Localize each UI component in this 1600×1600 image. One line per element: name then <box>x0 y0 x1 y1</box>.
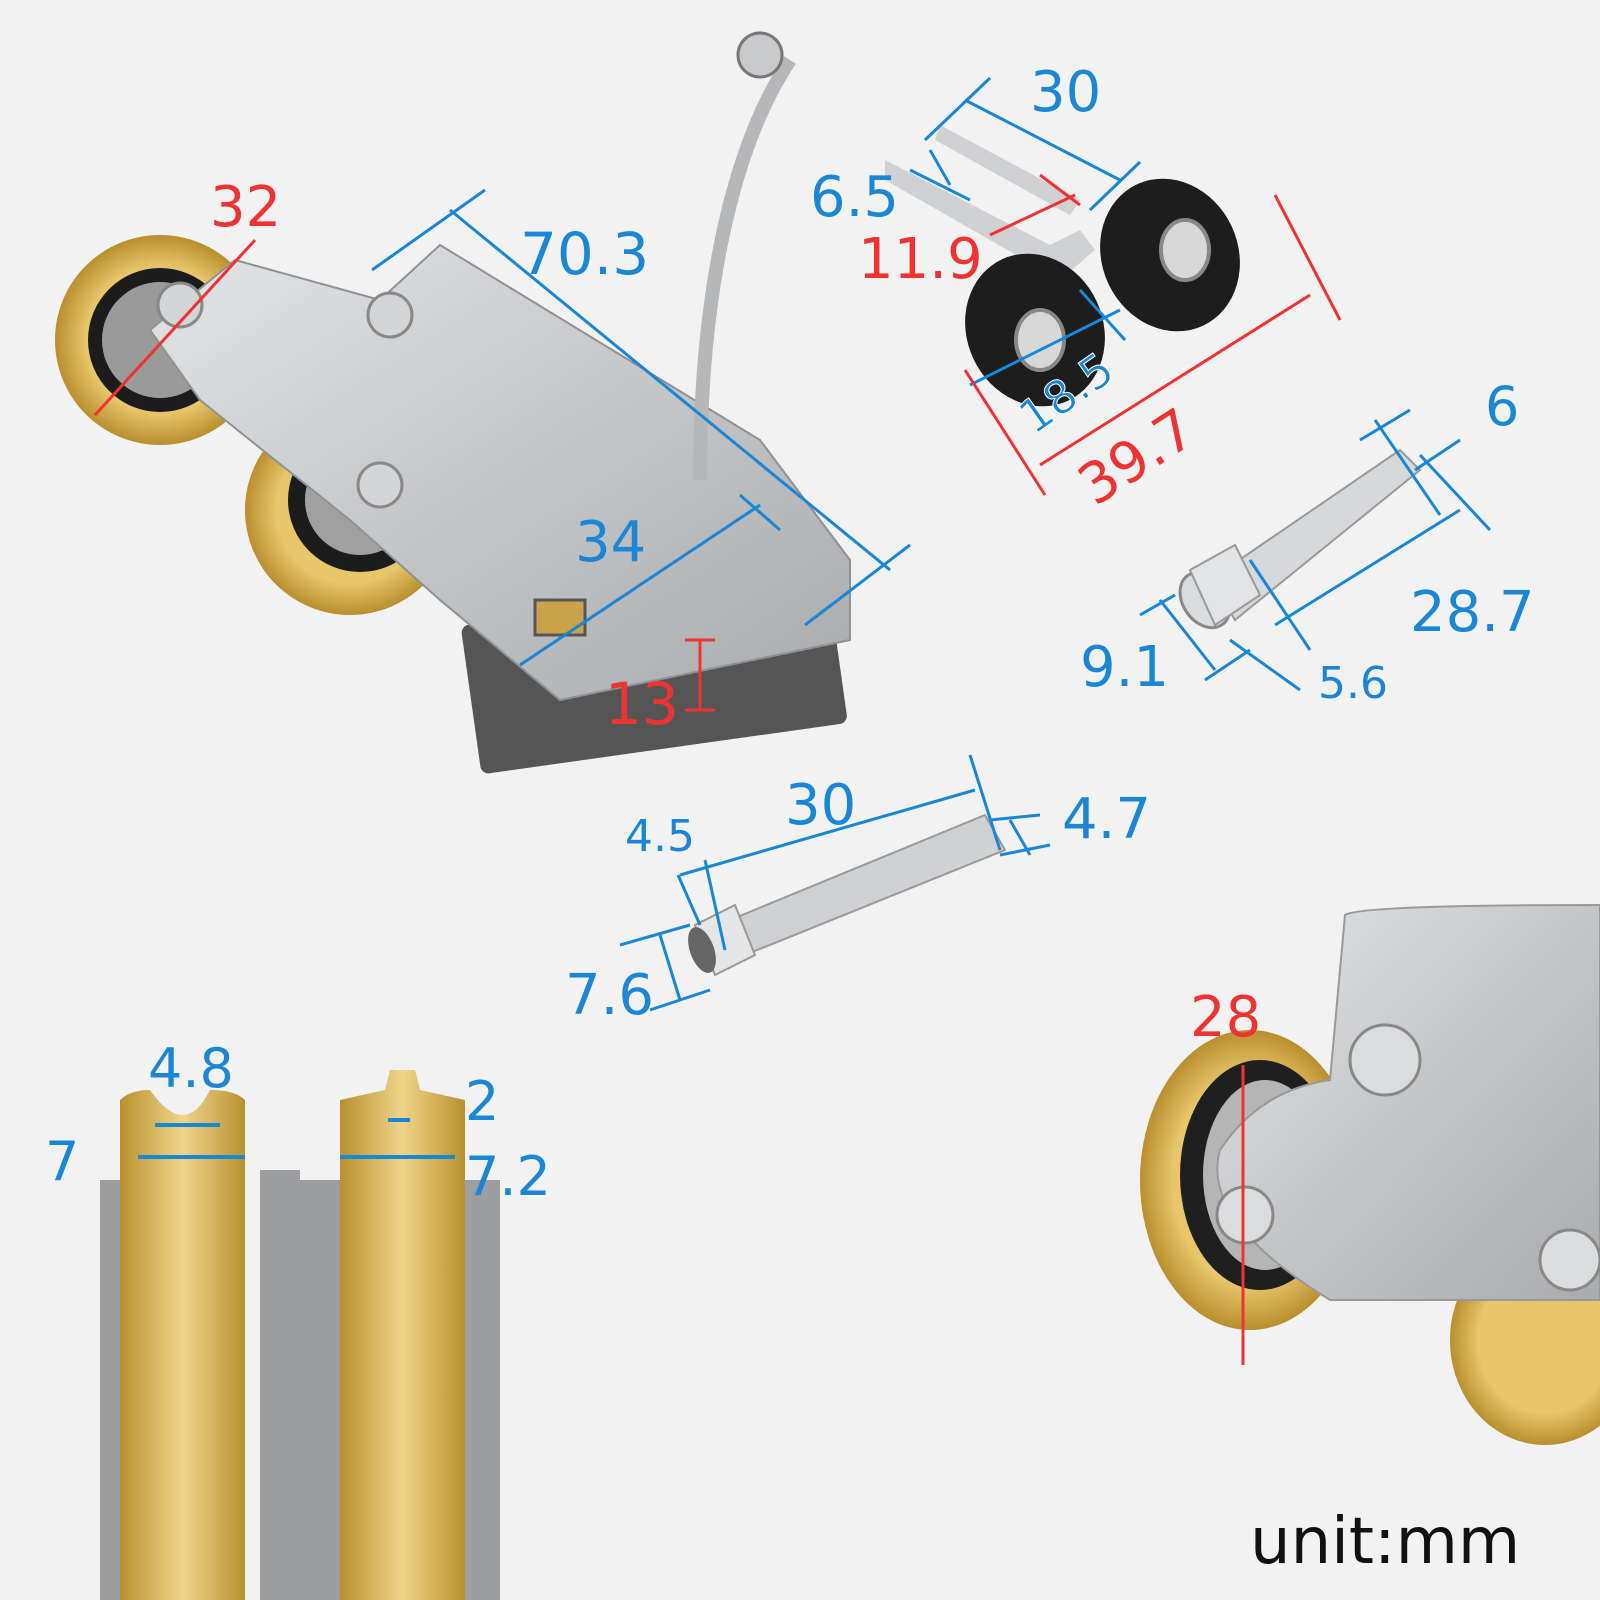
self-tapping-screw-illustration <box>1178 448 1422 630</box>
main-roller-illustration <box>55 31 851 774</box>
machine-screw-dimensions <box>619 754 1051 1012</box>
screw2-length-label: 30 <box>785 773 857 838</box>
main-roller-wheel-diameter-label: 32 <box>210 175 282 240</box>
screw2-head-height-label: 4.5 <box>625 811 695 862</box>
assembled-roller-illustration <box>1140 903 1600 1445</box>
ridge-width-label: 2 <box>465 1070 500 1133</box>
wheel-profiles-dimensions <box>138 1118 455 1159</box>
small-roller-dimensions <box>909 76 1342 496</box>
right-wheel-width-label: 7.2 <box>465 1145 551 1208</box>
machine-screw-illustration <box>688 813 1007 977</box>
left-wheel-width-label: 7 <box>45 1130 80 1193</box>
main-roller-body-width-label: 34 <box>575 510 647 575</box>
main-roller-body-height-label: 13 <box>605 670 679 738</box>
screw1-head-diameter-label: 9.1 <box>1080 635 1170 700</box>
small-roller-length-label: 30 <box>1030 60 1102 125</box>
small-roller-fork-depth-label: 11.9 <box>858 227 983 292</box>
groove-width-label: 4.8 <box>148 1037 234 1100</box>
main-roller-dimensions <box>93 188 911 712</box>
screw1-head-height-label: 5.6 <box>1318 658 1388 709</box>
small-roller-illustration <box>885 125 1240 407</box>
screw2-thread-diameter-label: 4.7 <box>1062 787 1152 852</box>
small-roller-fork-gap-label: 6.5 <box>810 165 900 230</box>
screw1-length-label: 28.7 <box>1410 580 1535 645</box>
assembled-wheel-diameter-label: 28 <box>1190 985 1262 1050</box>
screw2-head-diameter-label: 7.6 <box>565 963 655 1028</box>
screw1-thread-diameter-label: 6 <box>1485 375 1520 438</box>
wheel-profiles-illustration <box>100 1070 500 1600</box>
unit-label: unit:mm <box>1250 1505 1521 1579</box>
self-tapping-screw-dimensions <box>1139 408 1492 692</box>
main-roller-body-length-label: 70.3 <box>520 220 650 288</box>
